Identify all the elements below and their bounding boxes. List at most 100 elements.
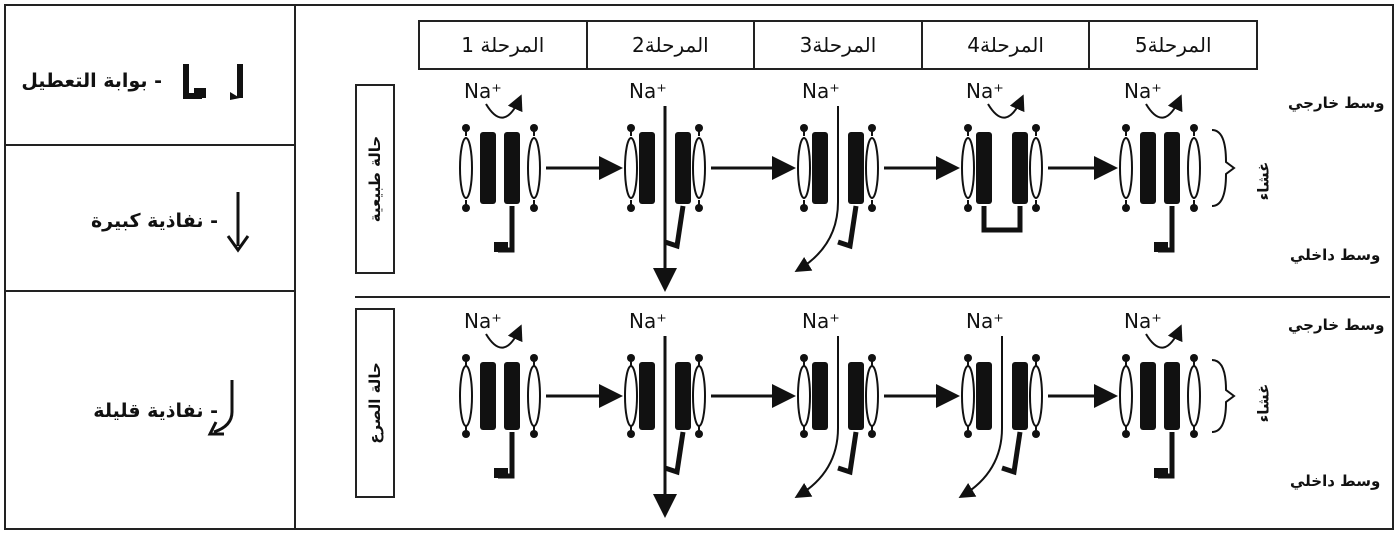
stage-5: المرحلة5: [1088, 22, 1256, 68]
lipid-head: [530, 354, 538, 362]
channel-protein-right: [848, 362, 864, 430]
legend-low-permeability: - نفاذية قليلة: [4, 292, 294, 528]
channel-protein-left: [480, 362, 496, 430]
lipid-oval: [961, 365, 975, 427]
inactivation-gate-block: [1154, 242, 1168, 252]
legend-high-permeability: - نفاذية كبيرة: [4, 146, 294, 292]
lipid-head: [695, 204, 703, 212]
sodium-ion-label: Na⁺: [629, 309, 667, 333]
lipid-oval: [624, 365, 638, 427]
lipid-oval: [1119, 365, 1133, 427]
lipid-head: [530, 204, 538, 212]
lipid-head: [462, 124, 470, 132]
sodium-ion-label: Na⁺: [464, 79, 502, 103]
condition-epilepsy-box: حالة الصرع: [355, 308, 395, 498]
channel-protein-left: [812, 132, 828, 204]
lipid-oval: [1029, 365, 1043, 427]
lipid-head: [695, 430, 703, 438]
legend-panel: - بوابة التعطيل - نفاذية كبيرة - نفاذية …: [4, 4, 296, 530]
membrane-brace: [1211, 129, 1236, 207]
lipid-oval: [527, 137, 541, 199]
stage-1: المرحلة 1: [461, 33, 545, 57]
lipid-head: [627, 204, 635, 212]
lipid-head: [1032, 204, 1040, 212]
curved-arrow-icon: [207, 380, 234, 436]
lipid-oval: [527, 365, 541, 427]
lipid-head: [695, 354, 703, 362]
channel-protein-right: [1012, 132, 1028, 204]
inactivation-gate: [664, 431, 686, 476]
inactivation-gate-block: [494, 468, 508, 478]
channel-normal-stage-4: Na⁺: [961, 79, 1118, 233]
lipid-head: [1190, 354, 1198, 362]
lipid-oval: [865, 137, 879, 199]
lipid-oval: [865, 365, 879, 427]
lipid-head: [530, 430, 538, 438]
figure-frame: [4, 4, 1394, 530]
lipid-oval: [797, 137, 811, 199]
channel-protein-right: [675, 362, 691, 430]
lipid-head: [800, 430, 808, 438]
lipid-head: [800, 204, 808, 212]
channel-protein-left: [976, 362, 992, 430]
channel-epilepsy-stage-2: Na⁺: [624, 309, 796, 518]
sodium-ion-label: Na⁺: [1124, 309, 1162, 333]
channel-protein-left: [639, 132, 655, 204]
lipid-head: [1122, 430, 1130, 438]
stage-2: المرحلة2: [585, 22, 754, 68]
lipid-head: [627, 430, 635, 438]
channel-epilepsy-stage-1: Na⁺: [459, 309, 623, 479]
lipid-head: [1032, 354, 1040, 362]
sodium-ion-label: Na⁺: [464, 309, 502, 333]
inactivation-gate: [981, 206, 1023, 233]
membrane-brace: [1211, 359, 1236, 433]
lipid-oval: [1187, 365, 1201, 427]
sodium-ion-label: Na⁺: [629, 79, 667, 103]
lipid-head: [1032, 430, 1040, 438]
channel-protein-right: [675, 132, 691, 204]
lipid-oval: [692, 137, 706, 199]
lipid-head: [800, 124, 808, 132]
channel-protein-right: [504, 362, 520, 430]
legend-label-low: - نفاذية قليلة: [93, 400, 218, 422]
channel-protein-left: [976, 132, 992, 204]
condition-normal-box: حالة طبيعية: [355, 84, 395, 274]
ion-reflect-arrow: [987, 94, 1025, 119]
channel-protein-left: [639, 362, 655, 430]
long-arrow-icon: [226, 192, 250, 253]
stage-header: المرحلة 1 المرحلة2 المرحلة3 المرحلة4 الم…: [418, 20, 1258, 70]
channel-normal-stage-1: Na⁺: [459, 79, 623, 253]
inner-medium-label-bottom: وسط داخلي: [1290, 472, 1381, 490]
lipid-oval: [692, 365, 706, 427]
ion-reflect-arrow: [485, 94, 523, 119]
outer-medium-label-bottom: وسط خارجي: [1288, 316, 1385, 334]
legend-inactivation-gate: - بوابة التعطيل: [4, 4, 294, 146]
lipid-oval: [459, 137, 473, 199]
legend-label-inactivation: - بوابة التعطيل: [21, 70, 162, 92]
lipid-head: [627, 124, 635, 132]
lipid-head: [800, 354, 808, 362]
lipid-head: [462, 354, 470, 362]
ion-reflect-arrow: [485, 324, 523, 349]
sodium-ion-label: Na⁺: [802, 309, 840, 333]
inactivation-gate: [837, 205, 859, 250]
channel-protein-left: [480, 132, 496, 204]
lipid-head: [964, 354, 972, 362]
channel-protein-left: [1140, 132, 1156, 204]
ion-reflect-arrow: [1145, 94, 1183, 119]
lipid-head: [964, 204, 972, 212]
sodium-ion-label: Na⁺: [802, 79, 840, 103]
lipid-head: [462, 430, 470, 438]
ion-influx-arrow: [794, 106, 839, 273]
lipid-head: [1190, 430, 1198, 438]
lipid-oval: [624, 137, 638, 199]
ion-influx-arrow: [794, 336, 839, 499]
channel-normal-stage-3: Na⁺: [794, 79, 960, 273]
channel-protein-right: [504, 132, 520, 204]
sodium-ion-label: Na⁺: [1124, 79, 1162, 103]
lipid-head: [1122, 204, 1130, 212]
stage-4: المرحلة4: [920, 22, 1089, 68]
row-divider: [355, 296, 1390, 298]
lipid-head: [1122, 354, 1130, 362]
